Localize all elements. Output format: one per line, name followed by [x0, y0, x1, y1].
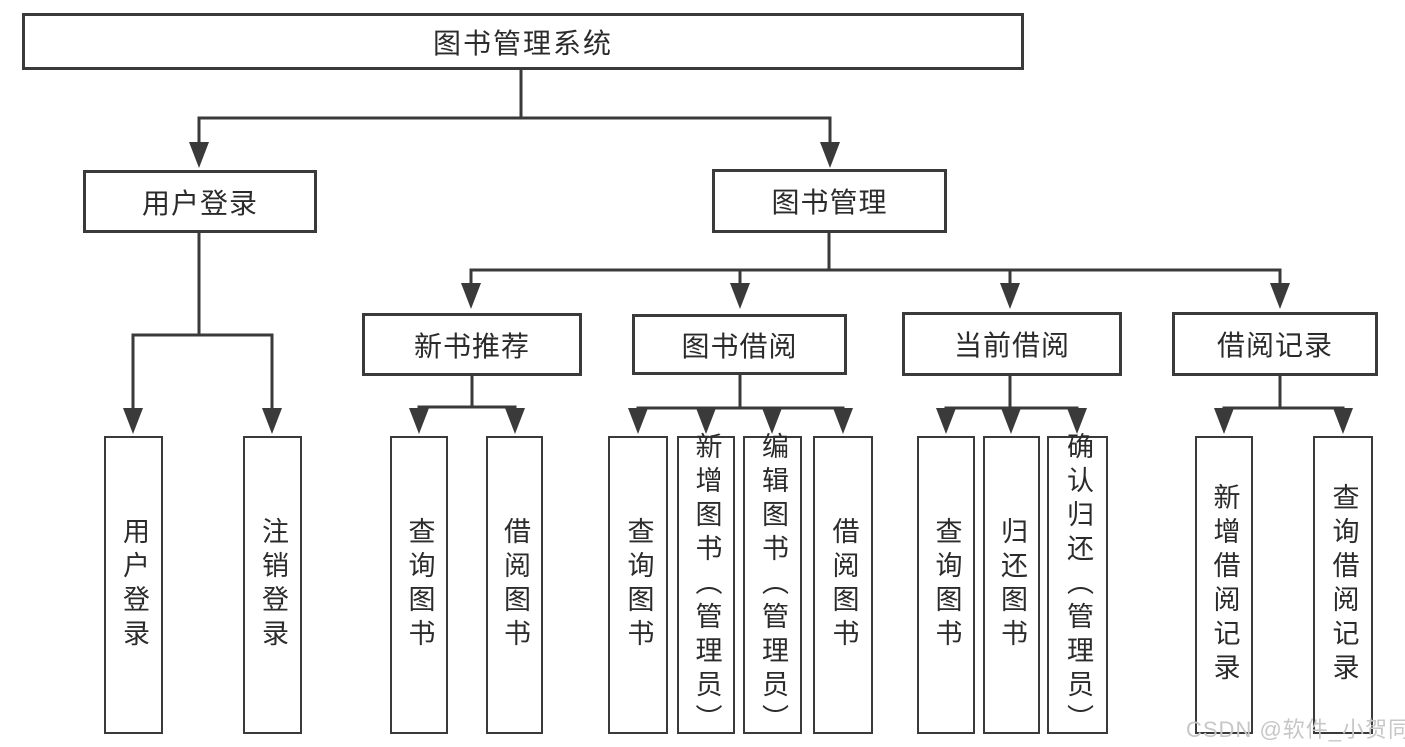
leaf-label: 新增图书（管理员）: [691, 432, 722, 738]
leaf-label: 查询图书: [623, 517, 654, 653]
node-label: 新书推荐: [413, 330, 530, 362]
leaf-label: 查询借阅记录: [1328, 483, 1359, 687]
leaf-user-login: 用户登录: [104, 436, 163, 734]
leaf-query-books-recommend: 查询图书: [390, 436, 448, 734]
watermark: CSDN @软件_小贺同学: [1186, 717, 1405, 742]
leaf-borrow-books-borrowing: 借阅图书: [813, 436, 873, 734]
leaf-label: 新增借阅记录: [1209, 483, 1240, 687]
node-library-management-system: 图书管理系统: [22, 13, 1024, 70]
leaf-query-borrow-record: 查询借阅记录: [1313, 436, 1373, 734]
node-book-borrowing: 图书借阅: [632, 314, 847, 375]
node-user-login-group: 用户登录: [83, 170, 317, 233]
leaf-confirm-return-admin: 确认归还（管理员）: [1047, 432, 1108, 738]
leaf-return-books: 归还图书: [983, 436, 1040, 734]
leaf-label: 归还图书: [997, 517, 1027, 653]
leaf-query-books-current: 查询图书: [917, 436, 975, 734]
arrowheads: [123, 142, 1353, 434]
leaf-label: 确认归还（管理员）: [1063, 432, 1093, 738]
node-label: 图书管理: [771, 187, 888, 218]
leaf-label: 借阅图书: [828, 517, 859, 653]
node-label: 用户登录: [141, 187, 258, 219]
leaf-borrow-books-recommend: 借阅图书: [486, 436, 543, 734]
node-label: 图书借阅: [681, 330, 798, 362]
node-borrow-records: 借阅记录: [1172, 312, 1378, 376]
node-root-label: 图书管理系统: [432, 27, 613, 59]
leaf-label: 注销登录: [258, 517, 288, 653]
node-label: 借阅记录: [1216, 330, 1333, 361]
leaf-edit-book-admin: 编辑图书（管理员）: [743, 432, 802, 738]
leaf-add-borrow-record: 新增借阅记录: [1195, 436, 1253, 734]
leaf-add-book-admin: 新增图书（管理员）: [677, 432, 735, 738]
leaf-label: 借阅图书: [500, 517, 530, 653]
node-label: 当前借阅: [953, 330, 1070, 361]
leaf-label: 查询图书: [404, 517, 435, 653]
leaf-logout: 注销登录: [243, 436, 302, 734]
node-book-management: 图书管理: [712, 169, 947, 233]
leaf-label: 编辑图书（管理员）: [758, 432, 788, 738]
node-current-borrowing: 当前借阅: [902, 312, 1122, 376]
leaf-label: 用户登录: [119, 517, 149, 653]
leaf-query-books-borrowing: 查询图书: [608, 436, 668, 734]
leaf-label: 查询图书: [931, 517, 962, 653]
node-new-book-recommend: 新书推荐: [362, 313, 582, 376]
